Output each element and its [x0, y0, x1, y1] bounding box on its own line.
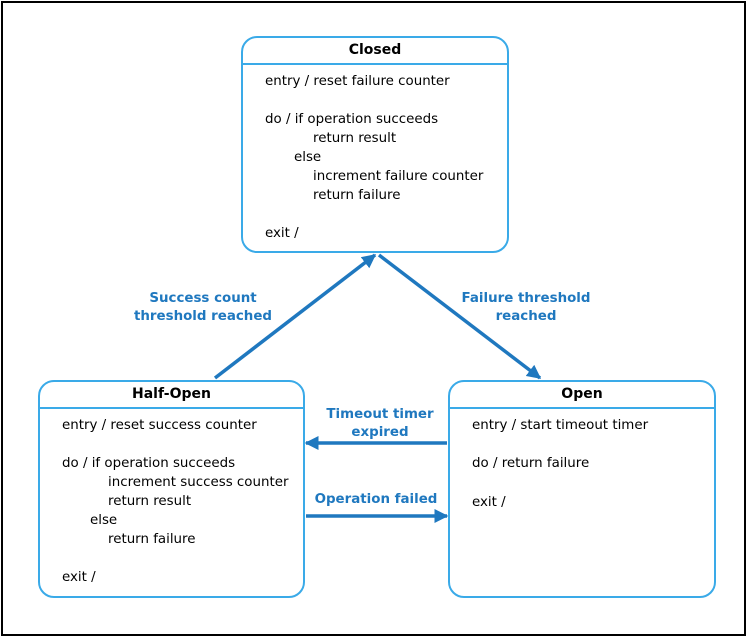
label-operation-failed: Operation failed	[305, 491, 447, 509]
half-open-entry-line: entry / reset success counter	[62, 418, 257, 433]
state-half-open: Half-Open entry / reset success counter …	[38, 380, 305, 598]
closed-exit-line: exit /	[265, 226, 299, 241]
half-open-return-result-line: return result	[108, 494, 192, 509]
state-closed: Closed entry / reset failure counter do …	[241, 36, 509, 253]
closed-do-line: do / if operation succeeds	[265, 112, 439, 127]
closed-increment-line: increment failure counter	[313, 169, 484, 184]
arrow-half-open-to-closed	[213, 253, 377, 380]
transition-arrows	[213, 253, 542, 523]
state-open: Open entry / start timeout timer do / re…	[448, 380, 716, 598]
half-open-else-line: else	[90, 513, 118, 528]
arrow-closed-to-open	[377, 253, 542, 380]
label-timeout-timer: Timeout timer expired	[315, 406, 445, 442]
state-open-title: Open	[450, 382, 714, 409]
closed-return-result-line: return result	[313, 131, 397, 146]
closed-return-failure-line: return failure	[313, 188, 401, 203]
state-half-open-title: Half-Open	[40, 382, 303, 409]
label-failure-threshold: Failure threshold reached	[451, 290, 601, 326]
open-entry-line: entry / start timeout timer	[472, 418, 649, 433]
label-timeout-timer-line2: expired	[351, 425, 409, 440]
open-exit-line: exit /	[472, 495, 506, 510]
label-failure-threshold-line1: Failure threshold	[461, 291, 591, 306]
label-success-count-line1: Success count	[149, 291, 257, 306]
closed-else-line: else	[294, 150, 322, 165]
half-open-return-failure-line: return failure	[108, 532, 196, 547]
closed-entry-line: entry / reset failure counter	[265, 74, 450, 89]
label-success-count-line2: threshold reached	[133, 309, 273, 324]
label-success-count: Success count threshold reached	[123, 290, 283, 326]
label-failure-threshold-line2: reached	[495, 309, 557, 324]
open-do-line: do / return failure	[472, 456, 590, 471]
half-open-increment-line: increment success counter	[108, 475, 289, 490]
state-closed-title: Closed	[243, 38, 507, 65]
half-open-do-line: do / if operation succeeds	[62, 456, 236, 471]
half-open-exit-line: exit /	[62, 570, 96, 585]
label-operation-failed-line1: Operation failed	[314, 492, 438, 507]
label-timeout-timer-line1: Timeout timer	[326, 407, 434, 422]
